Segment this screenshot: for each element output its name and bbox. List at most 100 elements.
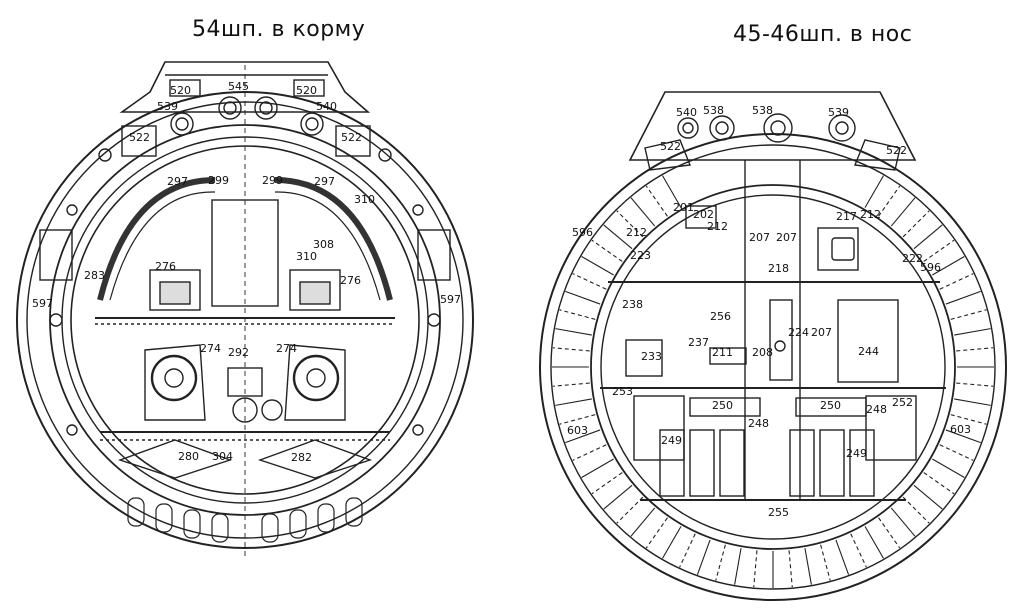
right-part-label: 256 [710,310,731,323]
hull-rib [913,484,943,510]
hull-rib [835,539,850,575]
hull-rib [572,444,607,461]
right-part-label: 223 [630,249,651,262]
right-part-label: 540 [676,106,697,119]
left-part-label: 545 [228,80,249,93]
left-part-label: 310 [296,250,317,263]
right-hull-section [539,91,1007,601]
hull-rib [679,533,696,568]
right-part-label: 217 [836,210,857,223]
left-part-label: 522 [129,131,150,144]
right-part-label: 244 [858,345,879,358]
right-part-label: 211 [712,346,733,359]
right-part-label: 248 [748,417,769,430]
hull-rib [565,429,601,444]
left-part-label: 276 [340,274,361,287]
hull-rib [878,185,901,217]
right-part-label: 224 [788,326,809,339]
left-part-label: 274 [276,342,297,355]
hull-rib [616,496,644,524]
left-part-label: 299 [262,174,283,187]
right-section-title: 45-46шп. в нос [733,22,913,47]
hull-rib [954,398,991,406]
hull-rib [913,224,943,250]
right-part-label: 237 [688,336,709,349]
left-part-label: 597 [440,293,461,306]
right-part-label: 218 [768,262,789,275]
right-part-label: 202 [693,208,714,221]
left-part-label: 597 [32,297,53,310]
hull-rib [552,347,590,352]
hull-rib [559,414,596,425]
hull-rib [753,550,758,588]
hull-rib [864,175,884,208]
hull-rib [945,290,981,305]
right-part-label: 212 [860,208,881,221]
hull-rib [645,517,668,549]
left-part-label: 539 [157,100,178,113]
right-part-label: 238 [622,298,643,311]
hull-rib [603,224,633,250]
left-hull-section [16,61,474,560]
right-part-label: 207 [811,326,832,339]
hull-rib [939,273,974,290]
right-part-label: 596 [920,261,941,274]
left-part-label: 276 [155,260,176,273]
right-part-label: 538 [703,104,724,117]
left-part-label: 310 [354,193,375,206]
right-part-label: 212 [707,220,728,233]
left-part-label: 540 [316,100,337,113]
hull-rib [890,197,916,227]
hull-rib [662,175,682,208]
hull-rib [581,458,614,478]
left-part-label: 299 [208,174,229,187]
hull-ribs [552,175,994,588]
right-part-label: 603 [950,423,971,436]
hull-rib [734,548,742,585]
left-part-label: 274 [200,342,221,355]
hull-rib [591,239,623,262]
hull-rib [559,309,596,320]
right-part-label: 539 [828,106,849,119]
hull-rib [902,496,930,524]
right-part-label: 603 [567,424,588,437]
hull-rib [950,309,987,320]
right-part-label: 208 [752,346,773,359]
hull-rib [581,256,614,276]
hull-rib [552,382,590,387]
left-part-label: 292 [228,346,249,359]
hull-rib [923,239,955,262]
hull-rib [572,273,607,290]
right-part-label: 207 [749,231,770,244]
hull-rib [878,517,901,549]
hull-rib [923,472,955,495]
right-part-label: 522 [886,144,907,157]
hull-rib [630,197,656,227]
right-part-label: 250 [820,399,841,412]
right-part-label: 248 [866,403,887,416]
left-part-label: 520 [170,84,191,97]
left-part-label: 297 [314,175,335,188]
right-part-label: 212 [626,226,647,239]
right-part-label: 222 [902,252,923,265]
left-part-label: 308 [313,238,334,251]
hull-rib [804,548,812,585]
right-part-label: 250 [712,399,733,412]
hull-rib [565,290,601,305]
right-part-label: 252 [892,396,913,409]
hull-rib [715,544,726,581]
right-part-label: 596 [572,226,593,239]
hull-rib [603,484,633,510]
left-section-title: 54шп. в корму [192,17,366,42]
hull-rib [850,533,867,568]
right-part-label: 255 [768,506,789,519]
hull-rib [555,398,592,406]
right-part-label: 522 [660,140,681,153]
hull-rib [696,539,711,575]
left-part-label: 522 [341,131,362,144]
right-part-label: 249 [846,447,867,460]
right-part-label: 201 [673,201,694,214]
